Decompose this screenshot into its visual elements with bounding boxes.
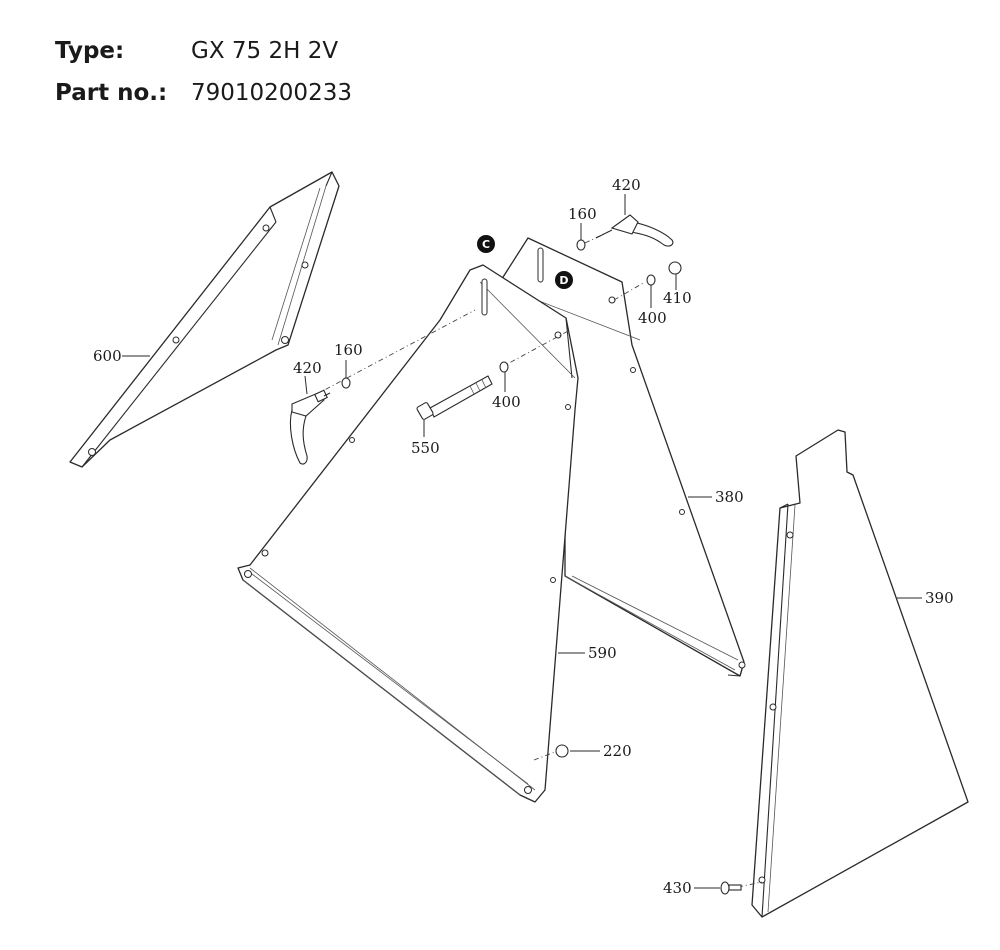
marker-d: D — [555, 271, 573, 289]
label-430: 430 — [663, 879, 692, 897]
label-400-top: 400 — [638, 309, 667, 327]
label-380: 380 — [715, 488, 744, 506]
washer-400-top — [646, 274, 656, 286]
washer-400-mid — [499, 361, 509, 373]
marker-d-label: D — [559, 274, 568, 287]
bolt-550 — [416, 375, 493, 420]
part-labels: 600 160 420 550 400 420 160 410 400 380 … — [93, 176, 954, 897]
label-390: 390 — [925, 589, 954, 607]
label-160-left: 160 — [334, 341, 363, 359]
label-220: 220 — [603, 742, 632, 760]
label-600: 600 — [93, 347, 122, 365]
clamp-lever-left — [289, 389, 331, 465]
label-160-top: 160 — [568, 205, 597, 223]
nut-220 — [555, 744, 569, 758]
part-number-label: Part no.: — [55, 80, 168, 106]
clamp-lever-top — [595, 214, 674, 247]
label-550: 550 — [411, 439, 440, 457]
header: Type: GX 75 2H 2V Part no.: 79010200233 — [55, 38, 352, 122]
label-590: 590 — [588, 644, 617, 662]
nut-410 — [668, 261, 682, 275]
type-value: GX 75 2H 2V — [191, 38, 339, 64]
washer-160-top — [576, 239, 586, 251]
label-420-left: 420 — [293, 359, 322, 377]
part-number-value: 79010200233 — [191, 80, 352, 106]
type-label: Type: — [55, 38, 125, 64]
label-400-mid: 400 — [492, 393, 521, 411]
part-590-panel — [237, 264, 579, 803]
leader-lines — [122, 194, 922, 889]
washer-160-left — [341, 377, 351, 389]
label-420-top: 420 — [612, 176, 641, 194]
type-row: Type: GX 75 2H 2V — [55, 38, 352, 80]
marker-c: C — [477, 235, 495, 253]
part-600-brace — [69, 171, 340, 468]
label-410: 410 — [663, 289, 692, 307]
screw-430 — [720, 881, 742, 895]
part-number-row: Part no.: 79010200233 — [55, 80, 352, 122]
marker-c-label: C — [482, 238, 490, 251]
part-390-panel — [751, 429, 969, 918]
